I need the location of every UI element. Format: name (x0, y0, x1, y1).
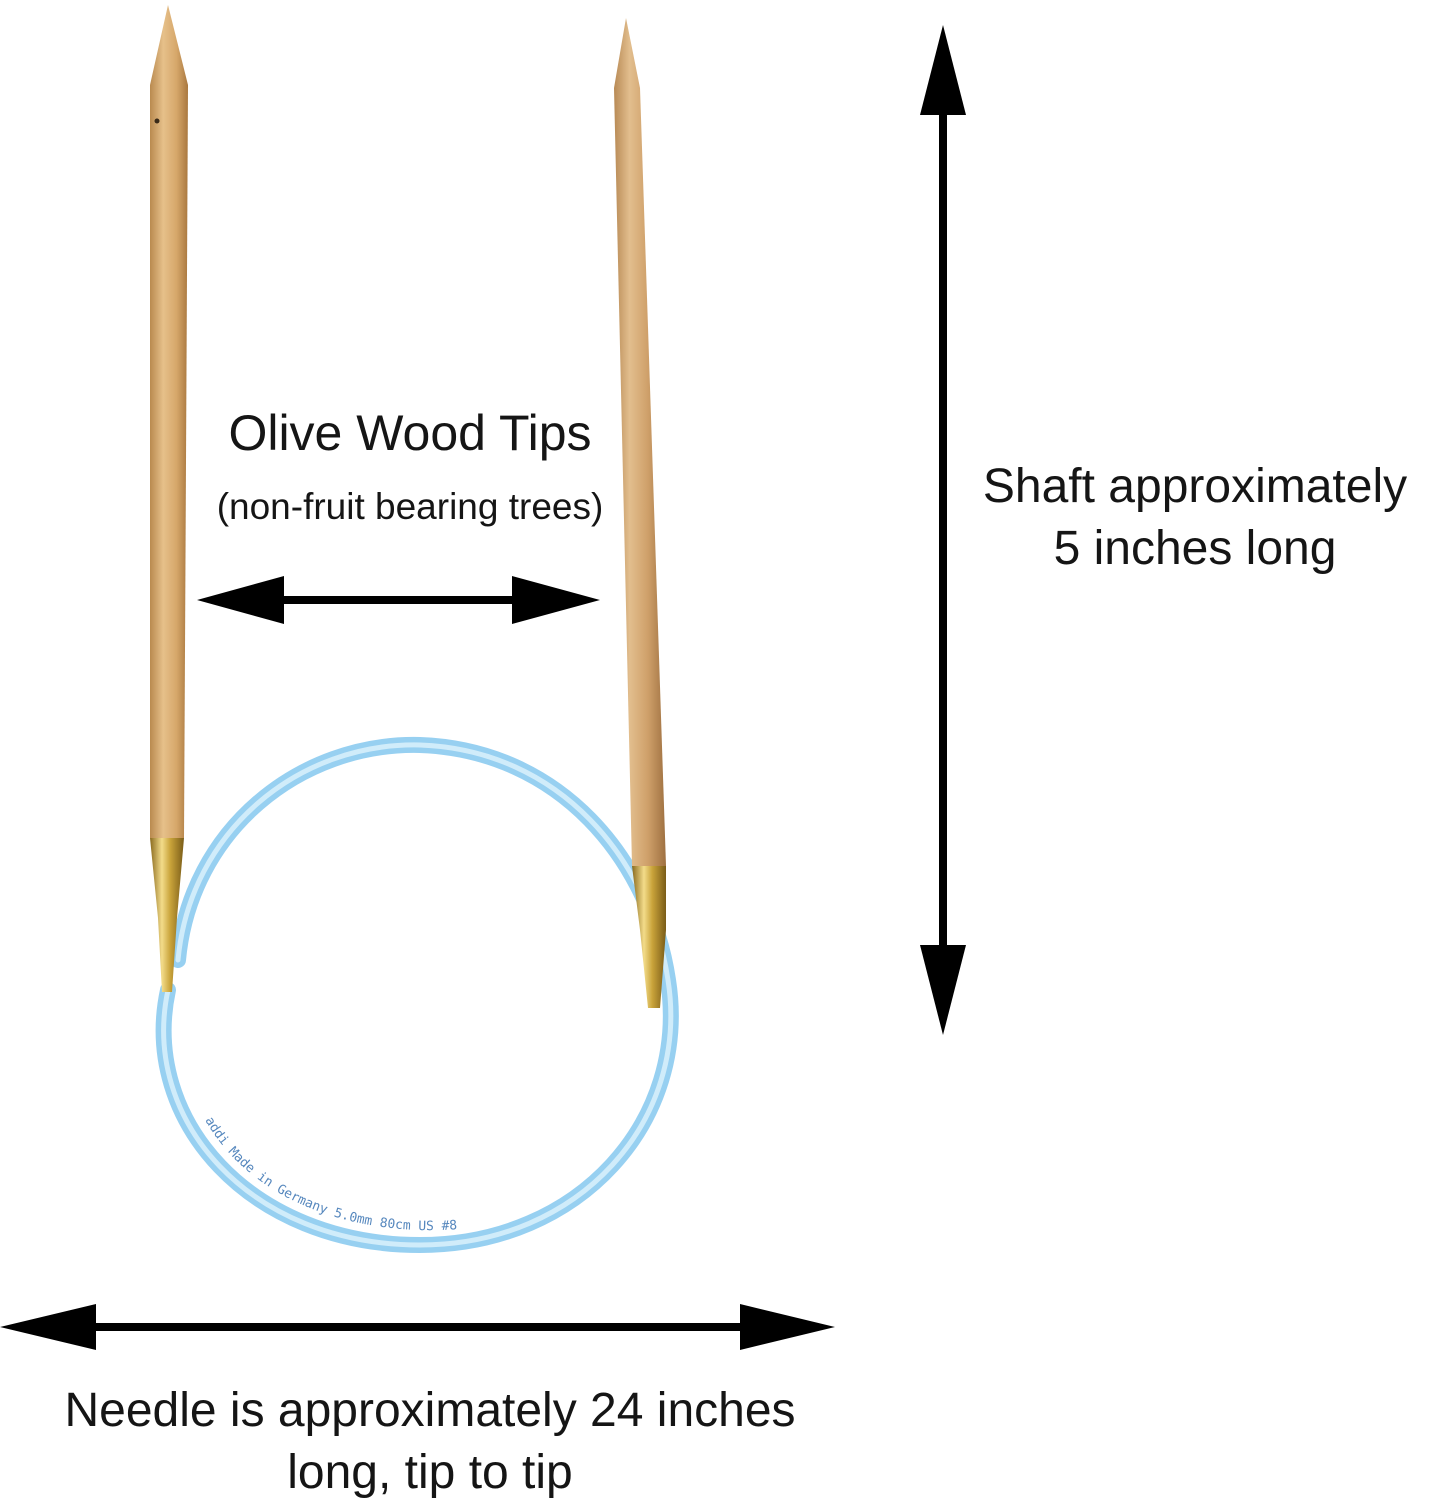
shaft-arrow-up-head (920, 25, 966, 115)
tips-title: Olive Wood Tips (228, 405, 592, 461)
shaft-arrow-down-head (920, 945, 966, 1035)
needle-label-line1: Needle is approximately 24 inches (64, 1384, 796, 1437)
left-brass-ferrule (150, 838, 184, 992)
tips-arrow (197, 576, 600, 624)
cable-highlight (161, 742, 674, 1248)
needle-arrow-right-head (740, 1304, 835, 1350)
tips-arrow-right-head (512, 576, 600, 624)
shaft-label-line2: 5 inches long (1053, 522, 1337, 575)
cable-print-text: addi Made in Germany 5.0mm 80cm US #8 (202, 1114, 458, 1234)
right-brass-ferrule (632, 866, 666, 1008)
right-wood-shaft (614, 18, 666, 866)
tips-arrow-left-head (197, 576, 284, 624)
cable-print: addi Made in Germany 5.0mm 80cm US #8 (202, 1114, 458, 1234)
left-wood-shaft (150, 5, 188, 838)
cable: addi Made in Germany 5.0mm 80cm US #8 (155, 736, 679, 1254)
right-needle-tip (614, 18, 666, 1008)
needle-length-arrow (0, 1304, 835, 1350)
left-wood-knot (154, 118, 160, 124)
needle-label-line2: long, tip to tip (287, 1446, 573, 1499)
shaft-length-arrow (920, 25, 966, 1035)
left-needle-tip (150, 5, 188, 992)
needle-length-label: Needle is approximately 24 inches long, … (0, 1380, 860, 1504)
shaft-length-label: Shaft approximately 5 inches long (955, 456, 1435, 580)
needle-arrow-left-head (0, 1304, 96, 1350)
shaft-label-line1: Shaft approximately (982, 460, 1408, 513)
tips-subtitle: (non-fruit bearing trees) (216, 486, 604, 527)
